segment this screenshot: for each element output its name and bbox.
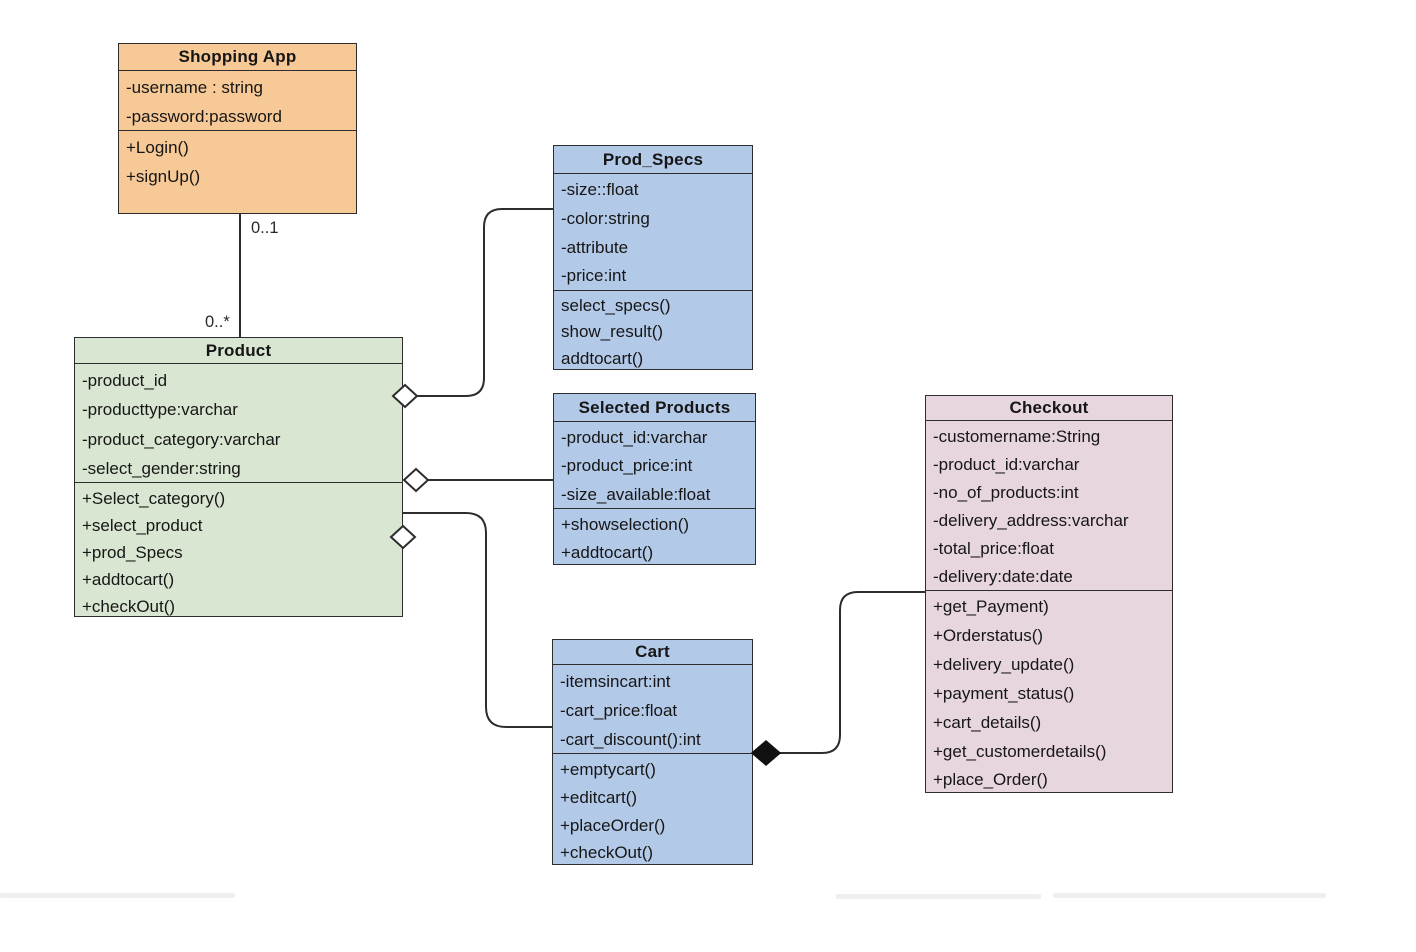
artifact-bar xyxy=(0,893,235,898)
method: +delivery_update() xyxy=(933,654,1075,674)
attribute: -password:password xyxy=(126,107,282,126)
attribute: -color:string xyxy=(561,208,650,228)
class-cart[interactable]: Cart -itemsincart:int -cart_price:float … xyxy=(552,639,753,865)
method: +addtocart() xyxy=(82,570,175,589)
class-title: Shopping App xyxy=(119,44,356,71)
class-product[interactable]: Product -product_id -producttype:varchar… xyxy=(74,337,403,617)
method: +checkOut() xyxy=(82,597,176,616)
method: +cart_details() xyxy=(933,712,1042,732)
attribute: -product_id:varchar xyxy=(933,455,1080,475)
attribute: -itemsincart:int xyxy=(560,672,671,691)
connector-product-prodspecs[interactable] xyxy=(391,208,553,409)
class-title: Checkout xyxy=(926,396,1172,421)
attribute: -total_price:float xyxy=(933,539,1054,559)
attribute: -producttype:varchar xyxy=(82,400,238,420)
connector-product-selected[interactable] xyxy=(402,467,553,493)
attribute: -select_gender:string xyxy=(82,458,241,478)
multiplicity-label-lower: 0..* xyxy=(205,313,230,331)
method: +Login() xyxy=(126,138,189,157)
attribute: -attribute xyxy=(561,237,629,257)
methods-section: +get_Payment) +Orderstatus() +delivery_u… xyxy=(926,591,1172,792)
method: +emptycart() xyxy=(560,760,656,779)
class-prod-specs[interactable]: Prod_Specs -size::float -color:string -a… xyxy=(553,145,753,370)
connector-cart-checkout[interactable] xyxy=(750,591,925,766)
attribute: -product_price:int xyxy=(561,456,693,476)
attributes-section: -itemsincart:int -cart_price:float -cart… xyxy=(553,665,752,754)
class-checkout[interactable]: Checkout -customername:String -product_i… xyxy=(925,395,1173,793)
methods-section: +Select_category() +select_product +prod… xyxy=(75,483,402,616)
class-title: Product xyxy=(75,338,402,364)
method: +payment_status() xyxy=(933,683,1075,703)
attribute: -username : string xyxy=(126,78,263,97)
multiplicity-label-upper: 0..1 xyxy=(251,219,279,237)
class-title: Prod_Specs xyxy=(554,146,752,174)
attribute: -customername:String xyxy=(933,427,1101,446)
methods-section: select_specs() show_result() addtocart() xyxy=(554,291,752,369)
artifact-bar xyxy=(836,894,1041,899)
class-title: Cart xyxy=(553,640,752,665)
method: +Orderstatus() xyxy=(933,625,1044,645)
method: +Select_category() xyxy=(82,489,226,508)
attributes-section: -customername:String -product_id:varchar… xyxy=(926,421,1172,591)
method: +addtocart() xyxy=(561,543,654,562)
method: +get_Payment) xyxy=(933,597,1049,616)
class-shopping-app[interactable]: Shopping App -username : string -passwor… xyxy=(118,43,357,214)
attributes-section: -product_id:varchar -product_price:int -… xyxy=(554,422,755,509)
methods-section: +emptycart() +editcart() +placeOrder() +… xyxy=(553,754,752,864)
method: +prod_Specs xyxy=(82,543,183,562)
method: +select_product xyxy=(82,516,203,535)
aggregation-diamond-icon xyxy=(389,524,417,550)
attributes-section: -size::float -color:string -attribute -p… xyxy=(554,174,752,291)
methods-section: +Login() +signUp() xyxy=(119,131,356,213)
attribute: -product_category:varchar xyxy=(82,429,281,449)
aggregation-diamond-icon xyxy=(391,383,419,409)
attribute: -delivery:date:date xyxy=(933,567,1073,587)
attribute: -cart_price:float xyxy=(560,701,678,721)
attribute: -size::float xyxy=(561,180,639,199)
composition-diamond-icon xyxy=(750,740,782,766)
attributes-section: -username : string -password:password xyxy=(119,71,356,131)
method: +checkOut() xyxy=(560,843,654,863)
attribute: -product_id xyxy=(82,371,168,390)
method: select_specs() xyxy=(561,296,671,315)
aggregation-diamond-icon xyxy=(402,467,430,493)
attribute: -no_of_products:int xyxy=(933,483,1079,503)
attribute: -product_id:varchar xyxy=(561,428,708,447)
artifact-bar xyxy=(1053,893,1326,898)
attributes-section: -product_id -producttype:varchar -produc… xyxy=(75,364,402,483)
method: show_result() xyxy=(561,322,664,342)
method: +showselection() xyxy=(561,515,690,534)
attribute: -price:int xyxy=(561,266,627,286)
class-selected-products[interactable]: Selected Products -product_id:varchar -p… xyxy=(553,393,756,565)
attribute: -cart_discount():int xyxy=(560,730,701,750)
method: +editcart() xyxy=(560,787,637,807)
attribute: -delivery_address:varchar xyxy=(933,511,1129,531)
method: +get_customerdetails() xyxy=(933,741,1107,761)
connector-product-cart[interactable] xyxy=(389,512,553,728)
method: +placeOrder() xyxy=(560,815,666,835)
method: +signUp() xyxy=(126,167,201,186)
method: addtocart() xyxy=(561,348,644,368)
class-title: Selected Products xyxy=(554,394,755,422)
method: +place_Order() xyxy=(933,770,1048,790)
attribute: -size_available:float xyxy=(561,484,711,504)
methods-section: +showselection() +addtocart() xyxy=(554,509,755,564)
